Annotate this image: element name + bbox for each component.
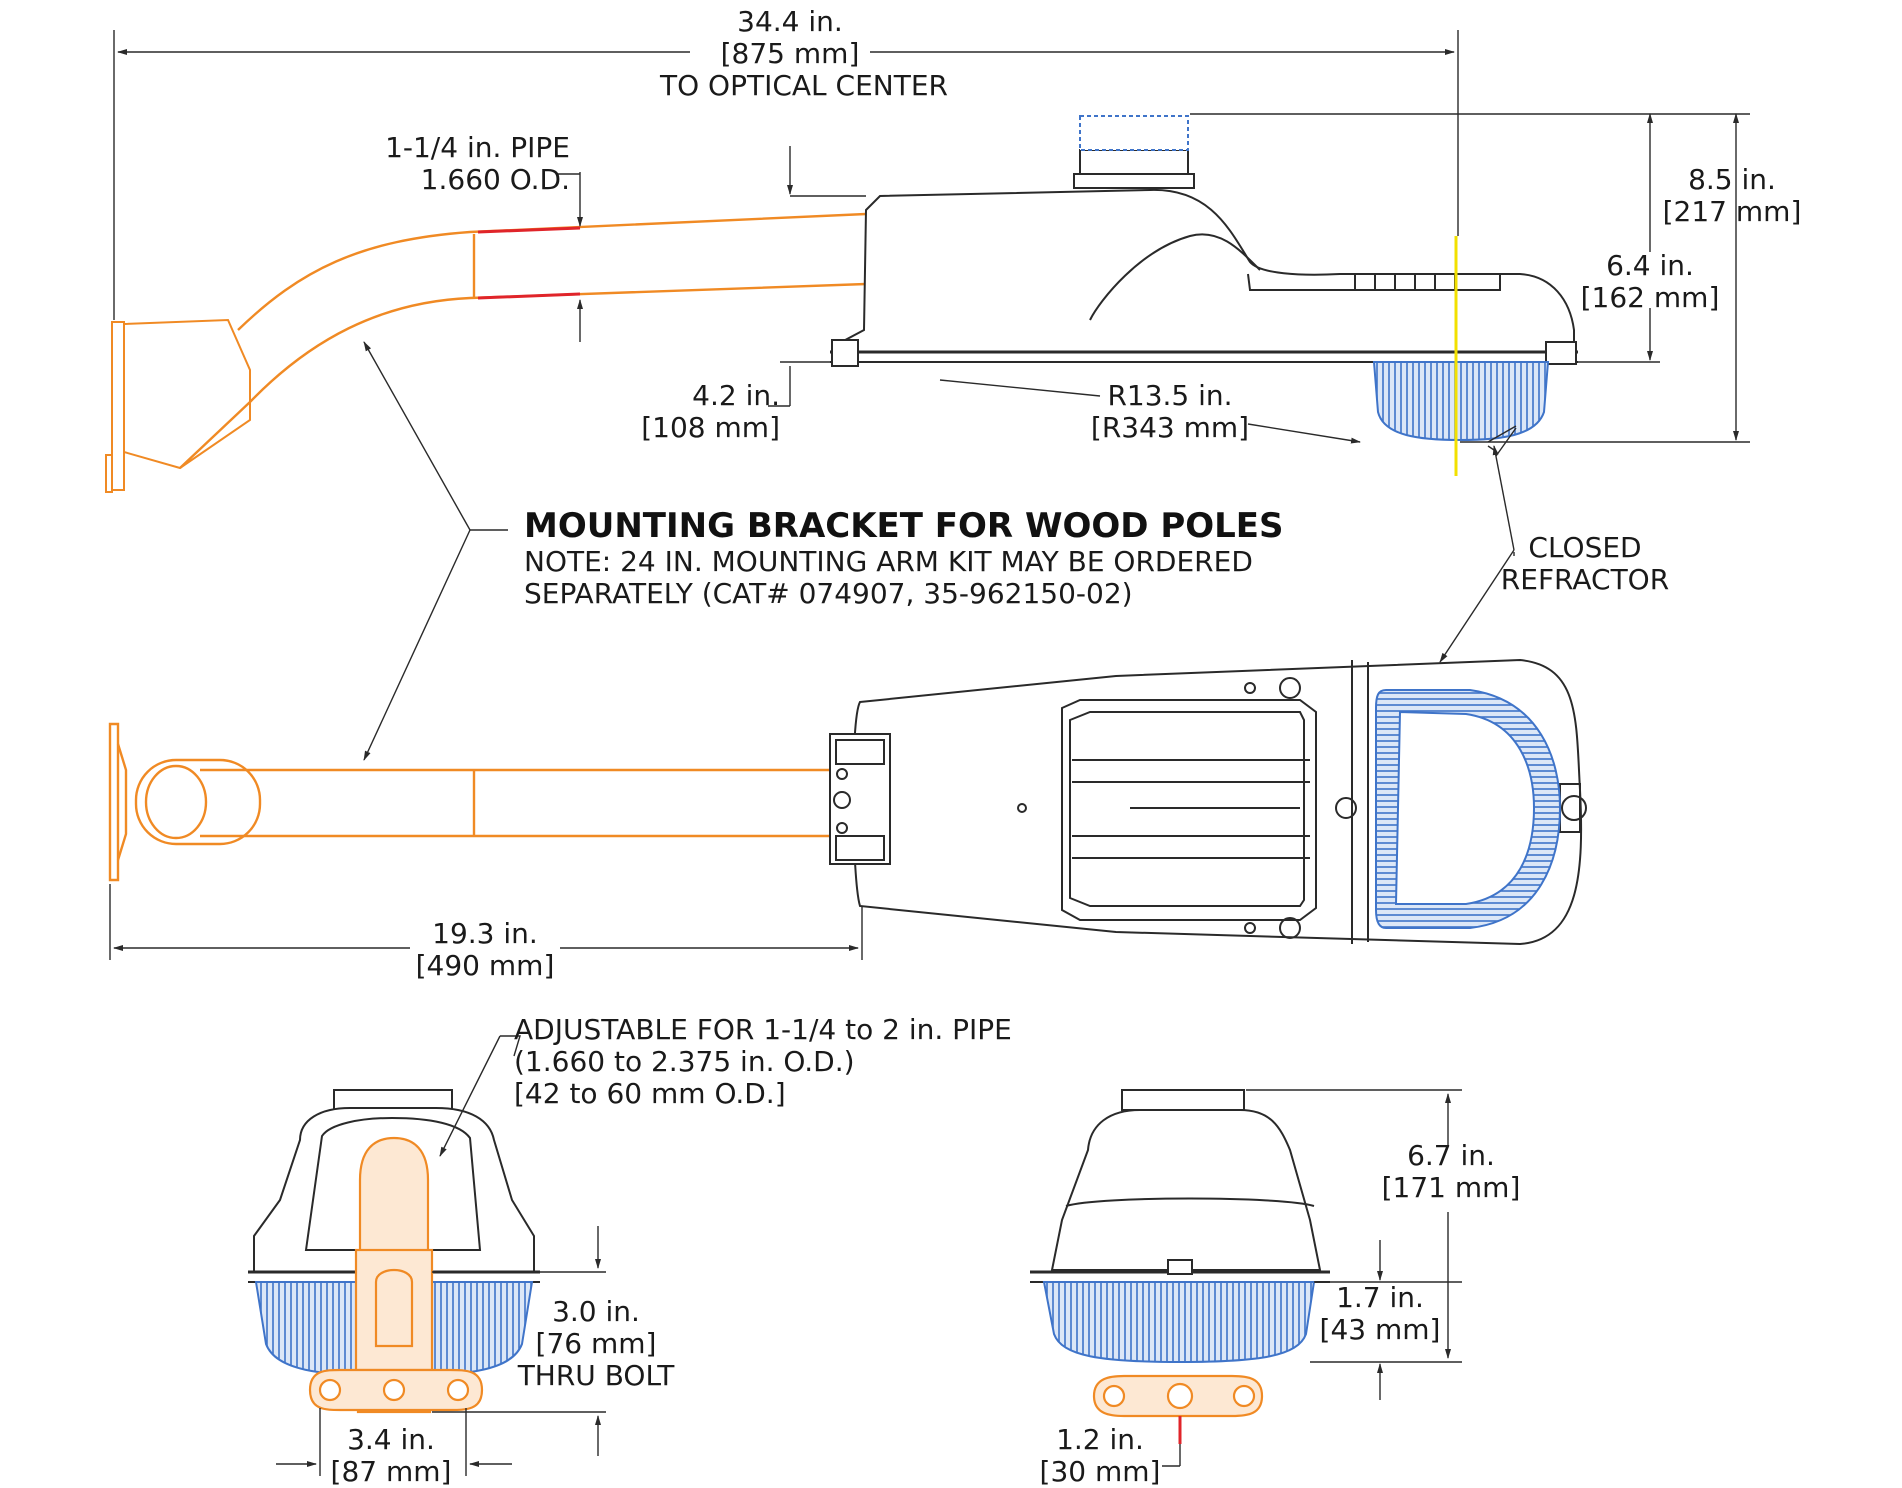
adjustable-label: ADJUSTABLE FOR 1-1/4 to 2 in. PIPE (1.66… — [514, 1014, 1012, 1110]
rear-height-in: 6.7 in. — [1407, 1139, 1495, 1172]
front-view — [248, 1089, 540, 1414]
side-pipe — [179, 212, 867, 469]
overall-length-label: 34.4 in. [875 mm] TO OPTICAL CENTER — [660, 5, 948, 102]
bracket-length-in: 19.3 in. — [432, 917, 538, 950]
bracket-drop-in: 4.2 in. — [692, 379, 780, 412]
overall-height-mm: [217 mm] — [1662, 195, 1802, 228]
thru-bolt-mm: [76 mm] — [535, 1327, 657, 1360]
thru-bolt-note: THRU BOLT — [517, 1359, 675, 1392]
housing-height-in: 6.4 in. — [1606, 249, 1694, 282]
top-dimensions — [109, 884, 863, 960]
pipe-label: 1-1/4 in. PIPE 1.660 O.D. — [330, 132, 570, 196]
overall-length-in: 34.4 in. — [737, 5, 843, 38]
top-refractor — [1375, 689, 1562, 929]
overall-length-note: TO OPTICAL CENTER — [660, 69, 948, 102]
overall-height-in: 8.5 in. — [1688, 163, 1776, 196]
refractor-line2: REFRACTOR — [1500, 563, 1670, 596]
side-housing — [830, 115, 1578, 367]
adjustable-line2: (1.660 to 2.375 in. O.D.) — [514, 1045, 855, 1078]
front-bracket — [308, 1136, 484, 1414]
adjustable-line3: [42 to 60 mm O.D.] — [514, 1077, 786, 1110]
side-pole-plate — [105, 318, 251, 493]
radius-in: R13.5 in. — [1107, 379, 1233, 412]
rear-refractor — [1042, 1281, 1316, 1364]
bracket-drop-mm: [108 mm] — [641, 411, 780, 444]
bracket-width-in: 3.4 in. — [347, 1423, 435, 1456]
note-line2: SEPARATELY (CAT# 074907, 35-962150-02) — [524, 577, 1133, 610]
radius-mm: [R343 mm] — [1090, 411, 1250, 444]
refractor-label: CLOSED REFRACTOR — [1500, 532, 1670, 596]
refractor-line1: CLOSED — [1528, 531, 1642, 564]
refractor-depth-in: 1.7 in. — [1336, 1281, 1424, 1314]
bracket-width-label: 3.4 in. [87 mm] — [316, 1424, 466, 1488]
mount-width-in: 1.2 in. — [1056, 1423, 1144, 1456]
bracket-width-mm: [87 mm] — [330, 1455, 452, 1488]
mount-width-mm: [30 mm] — [1039, 1455, 1161, 1488]
note-title: MOUNTING BRACKET FOR WOOD POLES — [524, 506, 1284, 546]
top-view — [108, 658, 1587, 946]
mount-width-label: 1.2 in. [30 mm] — [1030, 1424, 1170, 1488]
side-dimensions — [113, 30, 1750, 761]
refractor-depth-mm: [43 mm] — [1319, 1313, 1441, 1346]
side-view — [105, 115, 1578, 493]
rear-height-mm: [171 mm] — [1381, 1171, 1521, 1204]
overall-length-mm: [875 mm] — [720, 37, 860, 70]
thru-bolt-label: 3.0 in. [76 mm] THRU BOLT — [516, 1296, 676, 1392]
thru-bolt-in: 3.0 in. — [552, 1295, 640, 1328]
bracket-drop-label: 4.2 in. [108 mm] — [620, 380, 780, 444]
rear-height-label: 6.7 in. [171 mm] — [1366, 1140, 1536, 1204]
rear-view — [1030, 1089, 1330, 1444]
side-refractor — [1372, 361, 1550, 442]
top-bracket — [108, 722, 836, 882]
pipe-size: 1-1/4 in. PIPE — [385, 131, 570, 164]
adjustable-line1: ADJUSTABLE FOR 1-1/4 to 2 in. PIPE — [514, 1013, 1012, 1046]
refractor-depth-label: 1.7 in. [43 mm] — [1300, 1282, 1460, 1346]
pipe-od: 1.660 O.D. — [420, 163, 570, 196]
front-dimensions — [276, 1035, 606, 1476]
note-block: MOUNTING BRACKET FOR WOOD POLES NOTE: 24… — [524, 506, 1284, 610]
rear-bracket — [1092, 1374, 1264, 1418]
bracket-length-label: 19.3 in. [490 mm] — [400, 918, 570, 982]
overall-height-label: 8.5 in. [217 mm] — [1652, 164, 1812, 228]
housing-height-mm: [162 mm] — [1580, 281, 1720, 314]
radius-label: R13.5 in. [R343 mm] — [1090, 380, 1250, 444]
note-line1: NOTE: 24 IN. MOUNTING ARM KIT MAY BE ORD… — [524, 545, 1253, 578]
rear-dimensions — [1162, 1089, 1462, 1467]
bracket-length-mm: [490 mm] — [415, 949, 555, 982]
housing-height-label: 6.4 in. [162 mm] — [1570, 250, 1730, 314]
